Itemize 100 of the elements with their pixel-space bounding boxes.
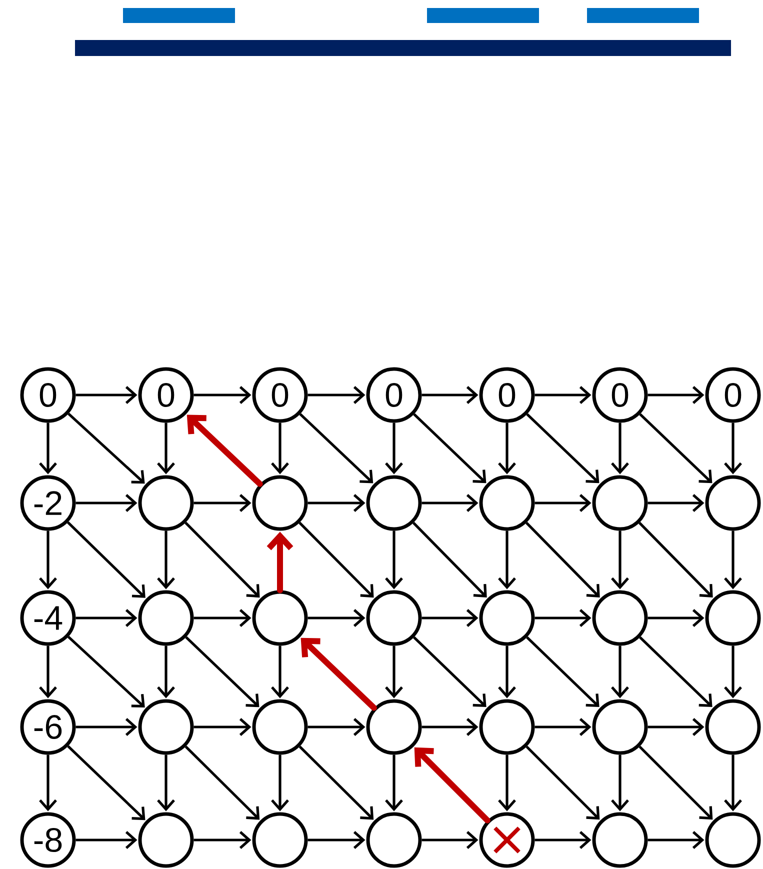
traceback-arrow [414, 747, 490, 824]
grid-circle [138, 812, 194, 868]
grid-circle [366, 812, 422, 868]
arrow [66, 521, 146, 598]
traceback-arrow [186, 414, 263, 487]
arrow [194, 386, 252, 404]
grid-circle [705, 812, 761, 868]
grid-circle [705, 475, 761, 531]
arrow [68, 636, 145, 708]
grid-circle [479, 699, 535, 755]
arrow [526, 522, 600, 598]
arrow [157, 754, 175, 812]
arrow [638, 522, 713, 598]
grid-circle [252, 812, 308, 868]
arrow [185, 636, 260, 708]
arrow [534, 718, 592, 736]
arrow [526, 636, 600, 708]
arrow [534, 609, 592, 627]
arrow [422, 609, 478, 627]
arrow [534, 831, 592, 849]
arrow [194, 831, 252, 849]
arrow [298, 522, 374, 598]
arrow [271, 754, 289, 812]
arrow [385, 754, 403, 812]
arrow [39, 646, 57, 698]
arrow [422, 831, 478, 849]
arrow [526, 746, 600, 820]
grid-circle [592, 812, 648, 868]
grid-circle [138, 699, 194, 755]
arrow [611, 754, 629, 812]
grid-circle [138, 475, 194, 531]
arrow [385, 646, 403, 698]
grid-circle [592, 475, 648, 531]
grid-circle [705, 590, 761, 646]
traceback-arrow [266, 532, 294, 594]
arrow [385, 422, 403, 474]
arrow [412, 522, 487, 598]
arrow [526, 413, 600, 484]
arrow [271, 422, 289, 474]
arrow [724, 646, 742, 698]
arrow [498, 422, 516, 474]
arrow [194, 718, 252, 736]
arrow [68, 412, 145, 484]
arrow [67, 745, 146, 820]
arrow [724, 422, 742, 474]
arrow [639, 636, 712, 708]
grid-circle [479, 812, 535, 868]
arrow [308, 609, 366, 627]
arrow [724, 754, 742, 812]
grid-circle [592, 699, 648, 755]
grid-circle [252, 475, 308, 531]
arrow [76, 386, 138, 404]
arrow [39, 530, 57, 590]
grid-circle [479, 590, 535, 646]
grid-circle [138, 590, 194, 646]
arrow [157, 530, 175, 590]
grid-circle [252, 699, 308, 755]
arrow [422, 386, 478, 404]
arrow [299, 413, 374, 484]
arrow [76, 609, 138, 627]
arrow [498, 646, 516, 698]
arrow [413, 636, 486, 708]
arrow [184, 522, 260, 598]
arrow [413, 413, 486, 484]
arrow [498, 530, 516, 590]
arrow [534, 494, 592, 512]
arrow [271, 646, 289, 698]
arrow [39, 422, 57, 474]
arrow [39, 754, 57, 812]
grid-circle [592, 590, 648, 646]
grid-circle [252, 590, 308, 646]
arrow [648, 609, 704, 627]
arrow [422, 494, 478, 512]
arrow [648, 718, 704, 736]
traceback-arrow [300, 638, 377, 711]
arrow [724, 530, 742, 590]
arrow [611, 646, 629, 698]
arrow [308, 386, 366, 404]
arrow [648, 386, 704, 404]
arrow [611, 530, 629, 590]
arrow [638, 746, 713, 820]
arrow [639, 413, 712, 484]
grid-circle [366, 699, 422, 755]
arrow [76, 494, 138, 512]
arrow [308, 831, 366, 849]
grid-circle [705, 699, 761, 755]
arrow [76, 831, 138, 849]
arrow [498, 754, 516, 812]
arrow [194, 609, 252, 627]
arrow [157, 422, 175, 474]
grid-circle [366, 590, 422, 646]
arrow [308, 494, 366, 512]
arrow [194, 494, 252, 512]
arrow [76, 718, 138, 736]
grid-circle [366, 475, 422, 531]
arrow [157, 646, 175, 698]
arrow [184, 746, 260, 820]
arrow [648, 494, 704, 512]
grid-circle [479, 475, 535, 531]
arrow [611, 422, 629, 474]
